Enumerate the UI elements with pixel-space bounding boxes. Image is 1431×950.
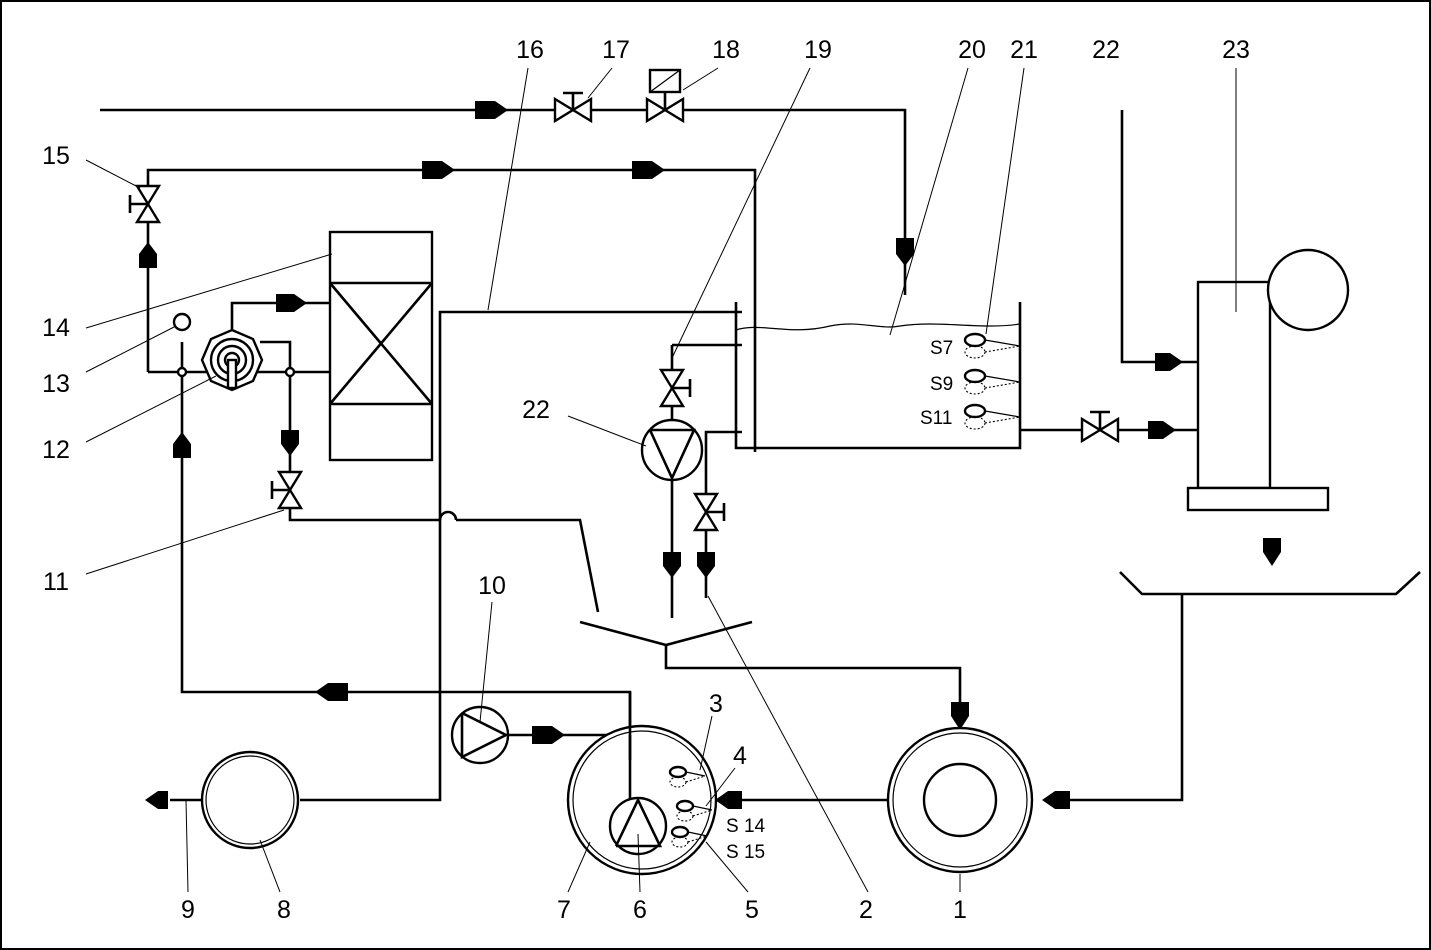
label-19: 19 <box>804 36 832 64</box>
label-6: 6 <box>633 896 647 924</box>
sensor-13 <box>172 312 192 332</box>
label-5: 5 <box>745 896 759 924</box>
label-7: 7 <box>557 896 571 924</box>
label-22-pump: 22 <box>522 396 550 424</box>
flow-arrow <box>315 683 348 701</box>
label-s7: S7 <box>930 338 953 359</box>
tank7-sensors <box>668 765 713 848</box>
level-sensor-s11 <box>963 403 1021 430</box>
label-s9: S9 <box>930 374 953 395</box>
level-sensor-s9 <box>963 368 1021 395</box>
tank-20 <box>734 302 1022 450</box>
pump-22 <box>640 418 704 482</box>
water-surface <box>735 323 1021 331</box>
sensor-3 <box>668 765 706 788</box>
label-s15: S 15 <box>726 842 765 863</box>
line-16 <box>300 310 742 802</box>
sensor-5 <box>670 825 708 848</box>
flow-arrow <box>173 432 191 458</box>
level-sensors <box>963 332 1021 430</box>
tray-to-tank1 <box>1062 594 1184 802</box>
flow-arrow <box>276 294 307 312</box>
heat-exchanger-14 <box>328 230 434 462</box>
drip-tray <box>1119 571 1421 596</box>
label-3: 3 <box>709 690 723 718</box>
collector-to-tank1 <box>664 645 962 720</box>
tank-7 <box>566 692 718 876</box>
label-9: 9 <box>181 896 195 924</box>
tank-8 <box>200 750 300 850</box>
pump-10 <box>450 705 510 765</box>
flow-arrow <box>1155 353 1183 371</box>
line-to-collector <box>456 518 600 613</box>
label-17: 17 <box>602 36 630 64</box>
valve-tank-outlet <box>1080 410 1120 444</box>
leader-lines <box>85 67 1237 893</box>
flow-arrow <box>475 101 508 119</box>
flow-arrow <box>697 552 715 578</box>
flow-arrow <box>532 726 565 744</box>
label-14: 14 <box>42 314 70 342</box>
flow-arrow <box>896 238 914 266</box>
flow-arrow <box>715 791 742 809</box>
flow-arrow <box>145 791 168 809</box>
valve-11 <box>270 470 304 510</box>
machine-23 <box>1186 248 1350 512</box>
flow-arrow <box>951 702 969 730</box>
valve-pump22-inlet <box>658 368 692 408</box>
callout-labels: 16 17 18 19 20 21 22 23 15 14 13 12 11 2… <box>42 36 1250 924</box>
flow-arrow <box>139 242 157 268</box>
valve-17 <box>553 91 593 124</box>
sensor-4 <box>675 799 713 822</box>
flow-arrow <box>1042 791 1070 809</box>
label-15: 15 <box>42 142 70 170</box>
label-s14: S 14 <box>726 816 766 837</box>
label-13: 13 <box>42 370 70 398</box>
valve-15 <box>128 184 162 224</box>
label-11: 11 <box>43 568 69 596</box>
label-18: 18 <box>712 36 740 64</box>
sensor-labels: S7 S9 S11 S 14 S 15 <box>726 338 953 863</box>
supply-line <box>100 108 907 295</box>
collector-funnel <box>579 620 753 647</box>
label-4: 4 <box>733 742 747 770</box>
label-16: 16 <box>516 36 544 64</box>
flow-arrow <box>663 552 681 578</box>
label-8: 8 <box>277 896 291 924</box>
valve-drain <box>692 492 726 532</box>
flow-arrow <box>632 161 665 179</box>
label-s11: S11 <box>920 408 952 429</box>
label-10: 10 <box>478 572 506 600</box>
crossover-bump <box>438 510 458 521</box>
label-1: 1 <box>953 896 967 924</box>
flow-arrow <box>1148 421 1176 439</box>
tank-drain-line <box>704 430 742 598</box>
valve-18-solenoid <box>645 68 685 124</box>
flow-arrow <box>281 430 299 456</box>
line-22-supply <box>1120 110 1198 364</box>
label-23: 23 <box>1222 36 1250 64</box>
flow-arrow <box>422 161 455 179</box>
flow-arrow <box>1263 538 1281 566</box>
flow-arrows <box>139 101 1281 809</box>
label-12: 12 <box>42 436 70 464</box>
label-21: 21 <box>1010 36 1038 64</box>
label-20: 20 <box>958 36 986 64</box>
pump-12 <box>176 328 296 392</box>
label-22-top: 22 <box>1092 36 1120 64</box>
level-sensor-s7 <box>963 332 1021 359</box>
label-2: 2 <box>859 896 873 924</box>
tank-1 <box>886 726 1034 874</box>
